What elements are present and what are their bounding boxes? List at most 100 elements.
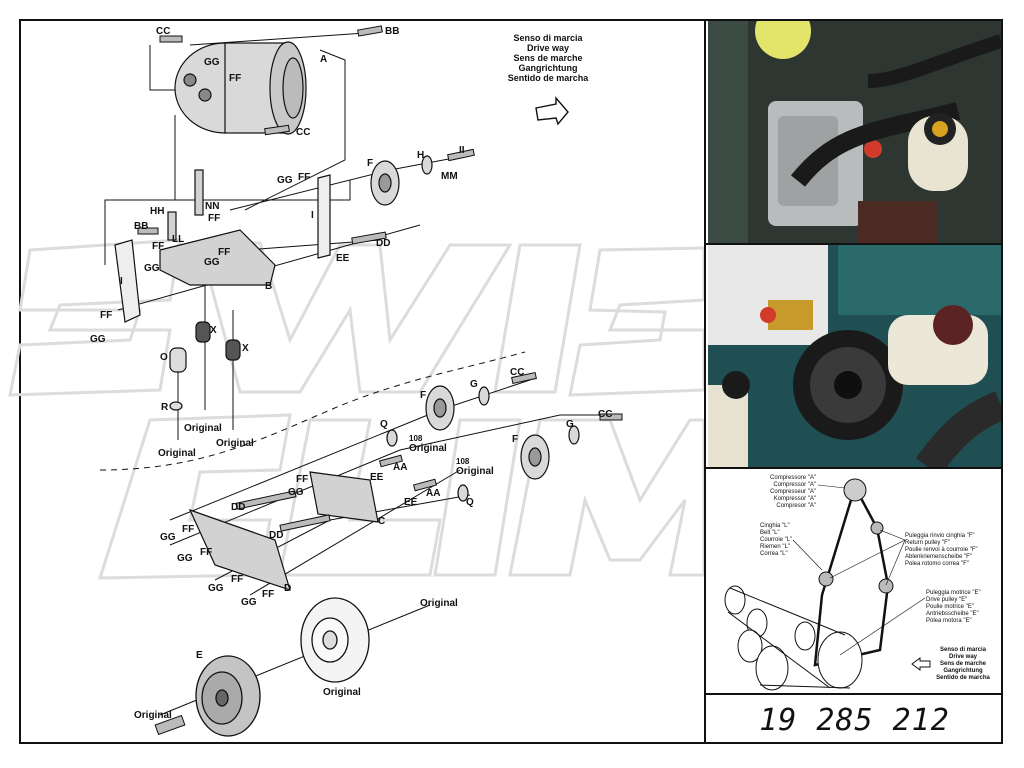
legend-line: Cinghia "L" [760,523,790,529]
label-ee: EE [336,253,350,264]
label-ff: FF [200,547,213,558]
label-ff: FF [152,241,165,252]
label-108: 108 [409,434,423,443]
label-dd: DD [269,530,284,541]
legend-line: Kompressor "A" [773,496,816,502]
label-h: H [417,150,425,161]
direction-line: Senso di marcia [939,647,987,653]
legend-line: Compressore "A" [770,475,816,481]
label-bb: BB [134,221,149,232]
label-gg: GG [90,334,106,345]
label-q: Q [380,419,388,430]
label-ff: FF [218,247,231,258]
legend-line: Compresor "A" [776,503,816,509]
label-ff: FF [231,574,244,585]
legend-line: Belt "L" [760,530,780,536]
label-gg: GG [208,583,224,594]
legend-line: Puleggia rinvio cinghia "F" [905,533,975,539]
label-dd: DD [231,502,246,513]
label-gg: GG [277,175,293,186]
legend-drive-pulley: Puleggia motrice "E" Drive pulley "E" Po… [926,590,981,625]
label-gg: GG [177,553,193,564]
direction-line: Drive way [948,654,978,660]
engine-photo-drawing [708,245,1001,467]
label-original: Original [134,710,172,721]
legend-line: Poulie motrice "E" [926,604,974,610]
label-gg: GG [288,487,304,498]
label-aa: AA [393,462,408,473]
label-a: A [320,54,328,65]
divider-photo-1 [704,243,1003,245]
label-original: Original [216,438,254,449]
label-b: B [265,281,273,292]
legend-line: Ablenkriemenscheibe "F" [905,554,972,560]
legend-compressor: Compressore "A" Compressor "A" Compresse… [748,475,816,510]
label-d: D [284,583,292,594]
direction-arrow-icon [535,96,569,126]
direction-line: Sentido de marcha [936,675,990,681]
legend-line: Polea motora "E" [926,618,972,624]
label-hh: HH [150,206,165,217]
label-cc: CC [296,127,311,138]
label-f: F [420,390,427,401]
label-108: 108 [456,457,470,466]
label-g: G [566,419,574,430]
divider-legend [704,693,1003,695]
direction-line: Gangrichtung [943,668,983,674]
label-x: X [210,325,217,336]
label-q: Q [466,497,474,508]
label-x: X [242,343,249,354]
direction-line: Gangrichtung [518,63,578,73]
label-ff: FF [208,213,221,224]
label-ff: FF [298,172,311,183]
label-cc: CC [510,367,525,378]
legend-line: Polea rotomo correa "F" [905,561,969,567]
label-i: I [120,276,123,287]
legend-line: Antriebsscheibe "E" [926,611,979,617]
legend-line: Courroie "L" [760,537,793,543]
legend-line: Compressor "A" [773,482,816,488]
exploded-view-drawing [99,25,623,737]
label-f: F [512,434,519,445]
label-gg: GG [204,257,220,268]
legend-line: Compresseur "A" [770,489,816,495]
label-gg: GG [241,597,257,608]
legend-line: Riemen "L" [760,544,790,550]
label-c: C [378,516,386,527]
label-dd: DD [376,238,391,249]
legend-line: Puleggia motrice "E" [926,590,981,596]
label-ff: FF [262,589,275,600]
label-bb: BB [385,26,400,37]
label-nn: NN [205,201,220,212]
direction-text-main: Senso di marcia Drive way Sens de marche… [498,33,598,83]
part-number: 19 285 212 [759,703,950,738]
direction-line: Senso di marcia [513,33,583,43]
label-g: G [470,379,478,390]
vertical-divider [704,19,706,744]
label-original: Original [456,466,494,477]
label-gg: GG [204,57,220,68]
label-mm: MM [441,171,458,182]
legend-return-pulley: Puleggia rinvio cinghia "F" Return pulle… [905,533,978,568]
label-original: Original [158,448,196,459]
direction-line: Sens de marche [513,53,583,63]
engine-photo-middle [708,245,1001,467]
label-cc: CC [598,409,613,420]
label-aa: AA [426,488,441,499]
label-r: R [161,402,169,413]
engine-photo-drawing [708,21,1001,243]
label-ff: FF [100,310,113,321]
label-original: Original [420,598,458,609]
label-original: Original [323,687,361,698]
label-original: Original [409,443,447,454]
divider-photo-2 [704,467,1003,469]
legend-line: Drive pulley "E" [926,597,968,603]
label-cc: CC [156,26,171,37]
label-original: Original [184,423,222,434]
direction-line: Sens de marche [939,661,987,667]
label-f: F [367,158,374,169]
direction-text-small: Senso di marcia Drive way Sens de marche… [928,647,998,682]
legend-belt: Cinghia "L" Belt "L" Courroie "L" Riemen… [760,523,792,558]
label-ii: II [459,145,465,156]
